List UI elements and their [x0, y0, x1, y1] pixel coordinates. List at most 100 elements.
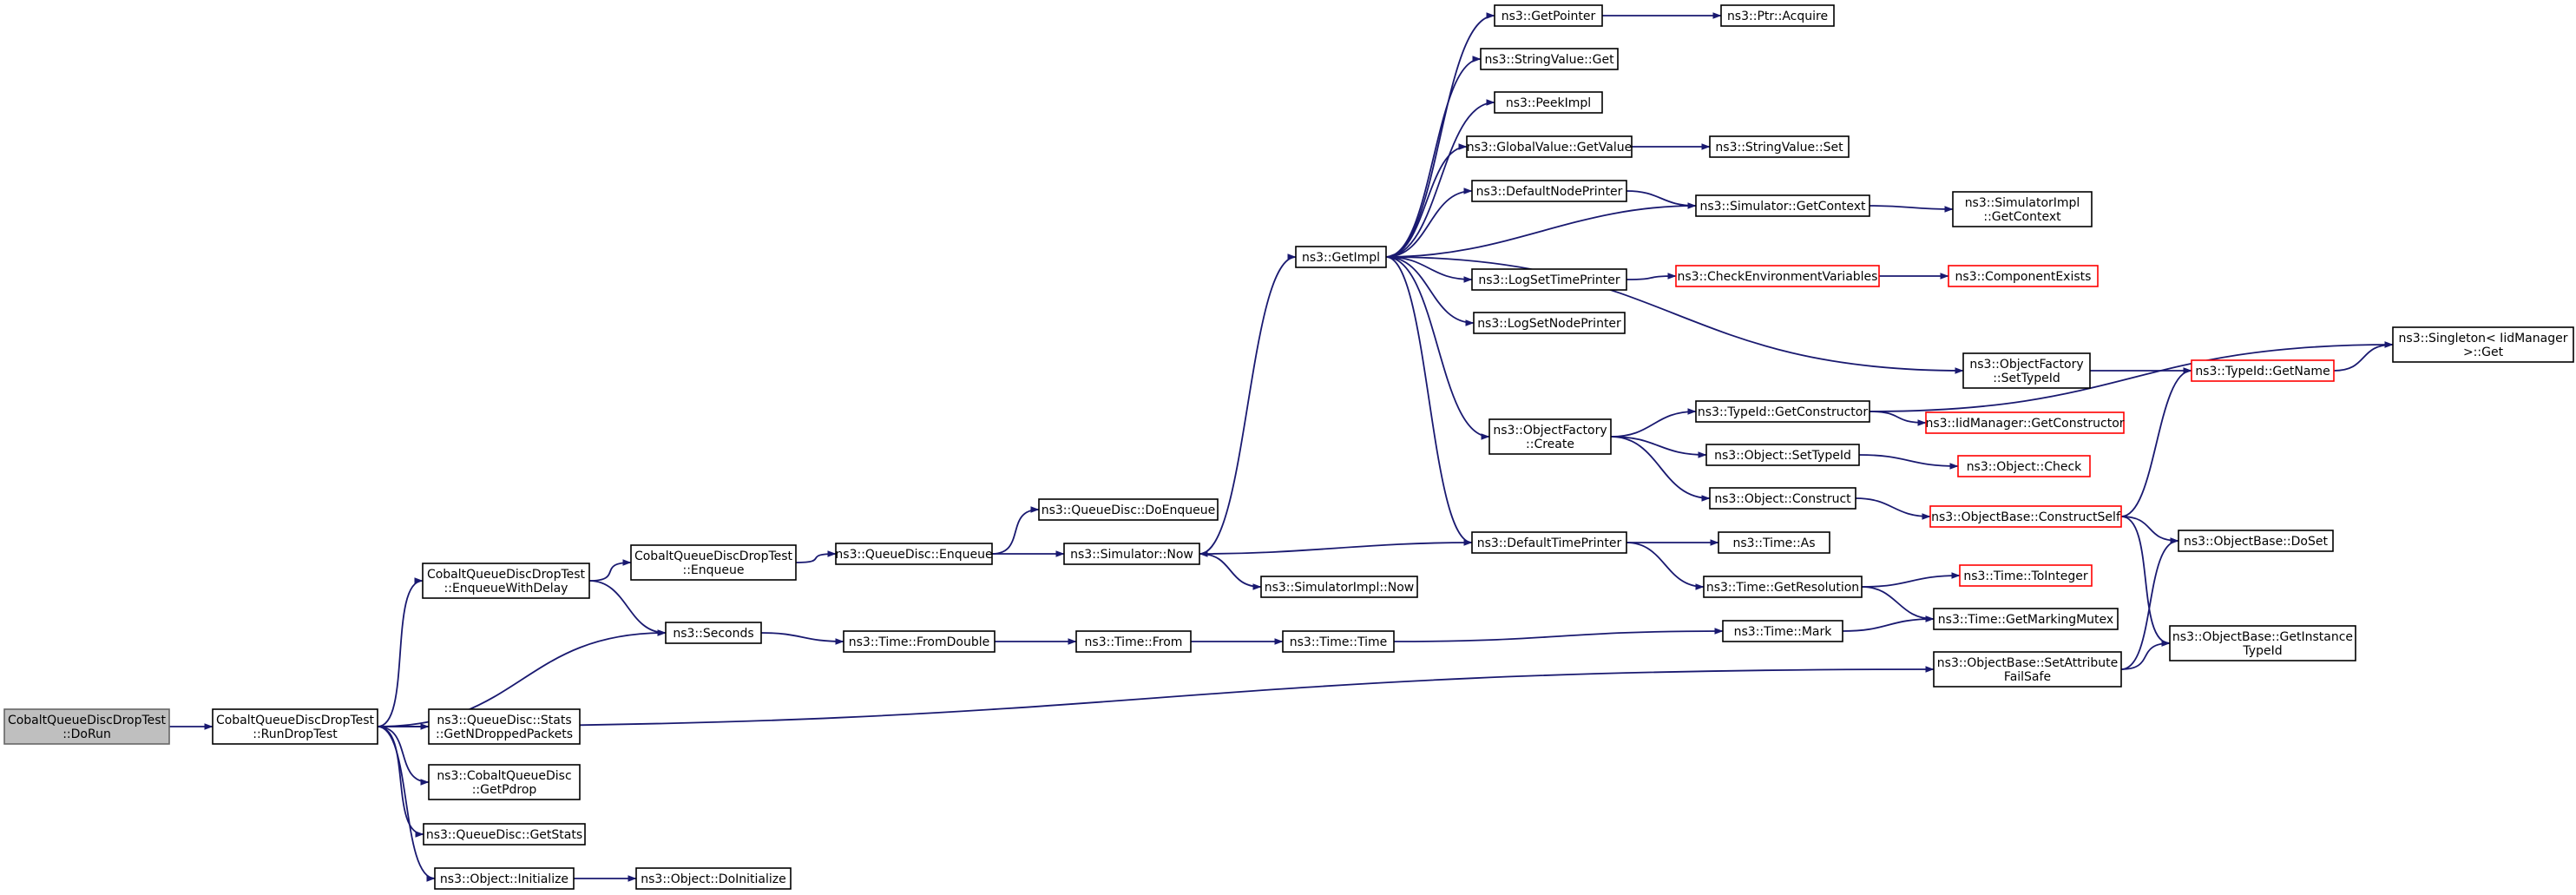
node-box [428, 708, 581, 745]
node-objectconstruct[interactable]: ns3::Object::Construct [1709, 487, 1856, 510]
node-label: ::DoRun [62, 727, 111, 741]
node-objectbasedoset[interactable]: ns3::ObjectBase::DoSet [2178, 530, 2334, 552]
edge-getimpl-to-objectfactorycreate [1385, 256, 1490, 440]
node-dorun[interactable]: CobaltQueueDiscDropTest::DoRun [3, 708, 170, 745]
node-label: ns3::ObjectBase::DoSet [2184, 535, 2328, 549]
node-label: ::SetTypeId [1993, 372, 2060, 385]
node-box [2191, 359, 2335, 382]
node-ptracquire[interactable]: ns3::Ptr::Acquire [1720, 4, 1835, 27]
node-typeidgetconstructor[interactable]: ns3::TypeId::GetConstructor [1695, 400, 1870, 423]
node-timeas[interactable]: ns3::Time::As [1718, 531, 1830, 554]
node-box [630, 544, 797, 581]
node-defaultnodeprinter[interactable]: ns3::DefaultNodePrinter [1471, 180, 1627, 202]
node-box [422, 563, 590, 599]
node-componentexists[interactable]: ns3::ComponentExists [1948, 265, 2099, 287]
node-logsetnodeprinter[interactable]: ns3::LogSetNodePrinter [1473, 312, 1626, 334]
node-label: TypeId [2242, 644, 2282, 658]
node-getpointer[interactable]: ns3::GetPointer [1494, 4, 1603, 27]
node-iidmanagergetconstructor[interactable]: ns3::IidManager::GetConstructor [1925, 411, 2125, 434]
node-doinitialize[interactable]: ns3::Object::DoInitialize [635, 867, 792, 890]
edge-timemark-to-getmarkingmutex [1842, 615, 1935, 632]
node-box [1471, 531, 1627, 554]
node-simnow[interactable]: ns3::Simulator::Now [1063, 543, 1200, 565]
node-label: ns3::CheckEnvironmentVariables [1678, 270, 1878, 284]
node-box [1722, 620, 1843, 642]
node-label: ns3::SimulatorImpl::Now [1265, 581, 1415, 595]
node-label: ns3::CobaltQueueDisc [437, 769, 571, 783]
node-label: CobaltQueueDiscDropTest [8, 714, 167, 727]
edge-objectfactorycreate-to-objectsettypeid [1610, 436, 1707, 458]
node-timemark[interactable]: ns3::Time::Mark [1722, 620, 1843, 642]
node-simimplnow[interactable]: ns3::SimulatorImpl::Now [1260, 576, 1418, 598]
node-getimpl[interactable]: ns3::GetImpl [1295, 246, 1387, 268]
node-label: >::Get [2463, 345, 2504, 359]
nodes-layer: CobaltQueueDiscDropTest::DoRunCobaltQueu… [3, 4, 2574, 890]
node-box [1473, 312, 1626, 334]
node-label: FailSafe [2004, 670, 2051, 684]
node-label: ns3::Time::Mark [1734, 625, 1833, 639]
edge-rundroptest-to-getstats [377, 726, 424, 838]
node-label: ns3::ObjectBase::GetInstance [2172, 630, 2353, 644]
edge-constructself-to-objectbasedoset [2120, 516, 2179, 544]
node-singletonget[interactable]: ns3::Singleton< IidManager>::Get [2392, 326, 2574, 363]
node-box [1675, 265, 1880, 287]
node-box [1695, 194, 1870, 217]
node-qdenqueue[interactable]: ns3::QueueDisc::Enqueue [835, 543, 993, 565]
node-box [212, 708, 378, 745]
node-globalgetvalue[interactable]: ns3::GlobalValue::GetValue [1466, 135, 1633, 158]
node-label: ns3::Time::ToInteger [1963, 569, 2088, 583]
node-box [423, 823, 586, 846]
node-rundroptest[interactable]: CobaltQueueDiscDropTest::RunDropTest [212, 708, 378, 745]
node-objectfactorycreate[interactable]: ns3::ObjectFactory::Create [1488, 418, 1612, 455]
node-defaulttimeprinter[interactable]: ns3::DefaultTimePrinter [1471, 531, 1627, 554]
node-objectsettypeid[interactable]: ns3::Object::SetTypeId [1705, 444, 1860, 466]
node-label: ns3::LogSetNodePrinter [1477, 317, 1621, 331]
node-stringvalueget[interactable]: ns3::StringValue::Get [1480, 48, 1619, 70]
node-enqueuewithdelay[interactable]: CobaltQueueDiscDropTest::EnqueueWithDela… [422, 563, 590, 599]
node-seconds[interactable]: ns3::Seconds [665, 622, 762, 644]
node-timegetresolution[interactable]: ns3::Time::GetResolution [1703, 576, 1863, 598]
node-timetointeger[interactable]: ns3::Time::ToInteger [1959, 564, 2093, 587]
node-label: ns3::QueueDisc::Enqueue [835, 548, 992, 562]
node-box [1925, 411, 2125, 434]
node-simgetcontext[interactable]: ns3::Simulator::GetContext [1695, 194, 1870, 217]
node-stringvalueset[interactable]: ns3::StringValue::Set [1709, 135, 1850, 158]
node-peekimpl[interactable]: ns3::PeekImpl [1494, 91, 1603, 114]
edge-seconds-to-fromdouble [760, 632, 844, 645]
node-box [1488, 418, 1612, 455]
node-label: ns3::GetPointer [1502, 10, 1596, 23]
node-getmarkingmutex[interactable]: ns3::Time::GetMarkingMutex [1933, 608, 2119, 630]
node-box [434, 867, 575, 890]
node-initialize[interactable]: ns3::Object::Initialize [434, 867, 575, 890]
node-getndropped[interactable]: ns3::QueueDisc::Stats::GetNDroppedPacket… [428, 708, 581, 745]
node-simimplgetcontext[interactable]: ns3::SimulatorImpl::GetContext [1952, 191, 2093, 227]
node-label: ns3::PeekImpl [1506, 96, 1591, 110]
edge-getimpl-to-logsetnodeprinter [1385, 256, 1475, 326]
node-typeidgetname[interactable]: ns3::TypeId::GetName [2191, 359, 2335, 382]
node-timetime[interactable]: ns3::Time::Time [1282, 630, 1395, 653]
node-label: ::GetContext [1983, 210, 2061, 224]
node-cobaltenqueue[interactable]: CobaltQueueDiscDropTest::Enqueue [630, 544, 797, 581]
edge-getimpl-to-peekimpl [1385, 99, 1495, 258]
edge-timetime-to-timemark [1393, 628, 1724, 642]
node-label: ns3::Object::Check [1967, 460, 2082, 474]
edge-objectconstruct-to-constructself [1855, 497, 1931, 520]
node-getpdrop[interactable]: ns3::CobaltQueueDisc::GetPdrop [428, 764, 581, 800]
node-qddoenqueue[interactable]: ns3::QueueDisc::DoEnqueue [1038, 498, 1219, 521]
node-checkenv[interactable]: ns3::CheckEnvironmentVariables [1675, 265, 1880, 287]
node-objectcheck[interactable]: ns3::Object::Check [1957, 455, 2091, 477]
node-box [1695, 400, 1870, 423]
node-logsettimeprinter[interactable]: ns3::LogSetTimePrinter [1471, 268, 1627, 291]
node-objectfactorysettypeid[interactable]: ns3::ObjectFactory::SetTypeId [1962, 352, 2091, 389]
node-label: ns3::ComponentExists [1955, 270, 2092, 284]
node-timefrom[interactable]: ns3::Time::From [1075, 630, 1192, 653]
node-fromdouble[interactable]: ns3::Time::FromDouble [843, 630, 996, 653]
node-box [1038, 498, 1219, 521]
node-constructself[interactable]: ns3::ObjectBase::ConstructSelf [1929, 505, 2122, 528]
edge-timegetresolution-to-timetointeger [1861, 572, 1961, 588]
node-getstats[interactable]: ns3::QueueDisc::GetStats [423, 823, 586, 846]
node-label: ns3::Time::Time [1290, 635, 1387, 649]
